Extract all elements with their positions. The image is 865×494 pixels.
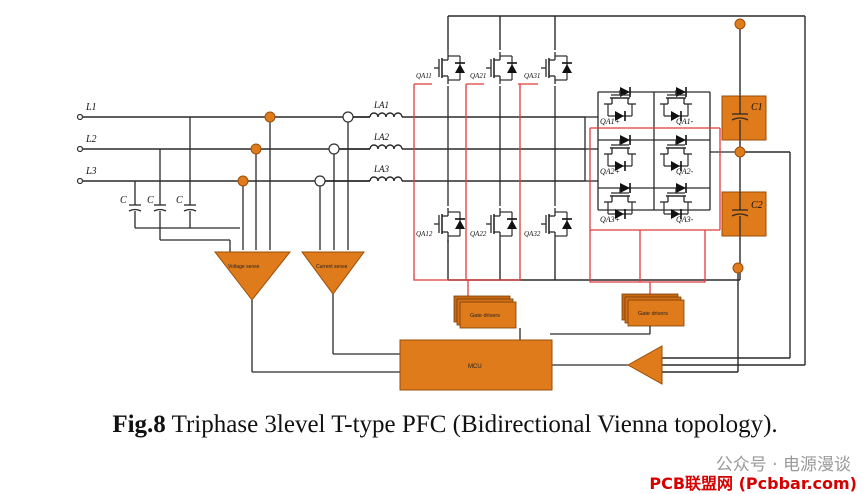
q-bot-2-label: QA22 bbox=[470, 230, 487, 238]
gate-drivers-block-1 bbox=[453, 295, 517, 329]
figure-number: Fig.8 bbox=[112, 411, 166, 438]
inductor-label-2: LA2 bbox=[373, 132, 390, 142]
q-top-3-label: QA31 bbox=[524, 72, 540, 80]
cap-label-2: C bbox=[147, 195, 154, 206]
q-a1p-label: QA1+ bbox=[600, 117, 620, 126]
cap-label-1: C bbox=[120, 195, 127, 206]
current-sense-taps bbox=[319, 122, 349, 250]
label-l1: L1 bbox=[85, 102, 97, 113]
cap-label-3: C bbox=[176, 195, 183, 206]
gate-signal-highlights bbox=[413, 83, 721, 300]
mcu-connections bbox=[251, 294, 651, 373]
voltage-sense-label: Voltage sense bbox=[228, 264, 260, 270]
inductor-label-1: LA1 bbox=[373, 100, 389, 110]
wechat-watermark: 公众号 · 电源漫谈 bbox=[715, 455, 851, 475]
source-credit: PCB联盟网 (Pcbbar.com) bbox=[649, 474, 857, 493]
q-a1m-label: QA1- bbox=[676, 117, 694, 126]
ac-input-lines bbox=[80, 116, 585, 182]
terminal-nodes bbox=[76, 113, 84, 185]
midpoint-switch-matrix bbox=[584, 91, 740, 211]
gate-drivers-block-2 bbox=[621, 293, 685, 327]
q-a3m-label: QA3- bbox=[676, 215, 694, 224]
inductor-label-3: LA3 bbox=[373, 164, 390, 174]
gate-drivers-label-1: Gate drivers bbox=[470, 313, 500, 319]
q-bot-1-label: QA12 bbox=[416, 230, 433, 238]
q-a3p-label: QA3+ bbox=[600, 215, 620, 224]
bottom-switches bbox=[433, 207, 573, 241]
feedback-amplifier bbox=[626, 345, 663, 385]
voltage-sense-block bbox=[213, 251, 292, 301]
gate-drivers-label-2: Gate drivers bbox=[638, 311, 668, 317]
mcu-label: MCU bbox=[468, 364, 482, 370]
dc-cap-1-label: C1 bbox=[751, 102, 763, 113]
q-top-2-label: QA21 bbox=[470, 72, 486, 80]
voltage-sense-taps bbox=[242, 117, 271, 250]
top-switches bbox=[433, 51, 573, 85]
figure-caption: Fig.8 Triphase 3level T-type PFC (Bidire… bbox=[40, 408, 850, 442]
current-sense-block bbox=[301, 251, 365, 295]
current-sense-label: Current sense bbox=[316, 264, 348, 270]
q-a2p-label: QA2+ bbox=[600, 167, 620, 176]
filter-capacitors bbox=[128, 117, 240, 252]
dc-nodes bbox=[732, 18, 746, 274]
boost-inductors bbox=[325, 112, 403, 182]
q-bot-3-label: QA32 bbox=[524, 230, 541, 238]
label-l2: L2 bbox=[85, 134, 97, 145]
dc-capacitors bbox=[721, 95, 767, 237]
figure-title: Triphase 3level T-type PFC (Bidirectiona… bbox=[165, 411, 778, 438]
q-a2m-label: QA2- bbox=[676, 167, 694, 176]
mcu-block bbox=[399, 339, 553, 391]
bridge-legs bbox=[447, 86, 556, 206]
label-l3: L3 bbox=[85, 166, 97, 177]
dc-cap-2-label: C2 bbox=[751, 200, 763, 211]
q-top-1-label: QA11 bbox=[416, 72, 432, 80]
voltage-tap-nodes bbox=[237, 111, 276, 187]
matrix-switches bbox=[603, 89, 693, 220]
